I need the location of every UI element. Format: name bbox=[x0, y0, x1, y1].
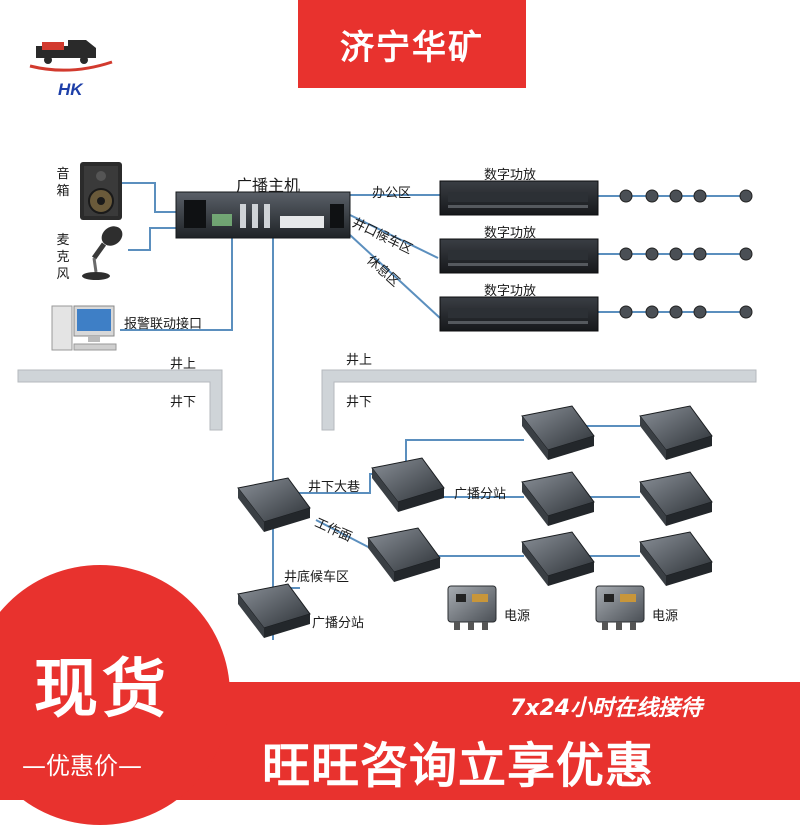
ground-line bbox=[17, 369, 757, 431]
service-hours-text: 7x24小时在线接待 bbox=[510, 696, 703, 721]
power-label: 电源 bbox=[504, 609, 531, 624]
promo-sub-text: —优惠价— bbox=[22, 752, 142, 780]
underground-label-left: 井下 bbox=[170, 395, 197, 410]
amplifier-title: 数字功放 bbox=[484, 226, 537, 241]
speaker-label: 音箱 bbox=[56, 167, 70, 199]
ceiling-speakers bbox=[619, 189, 753, 319]
surface-label-left: 井上 bbox=[170, 357, 197, 372]
brand-banner: 济宁华矿 bbox=[298, 0, 526, 88]
substation-label-right: 广播分站 bbox=[454, 487, 507, 502]
surface-label-right: 井上 bbox=[346, 353, 373, 368]
microphone-label: 麦克风 bbox=[56, 233, 70, 282]
microphone bbox=[82, 226, 123, 280]
computer bbox=[51, 305, 117, 351]
host-label: 广播主机 bbox=[236, 176, 301, 195]
amplifier-title: 数字功放 bbox=[484, 284, 537, 299]
promo-badge bbox=[0, 565, 230, 825]
power-supply-boxes bbox=[447, 585, 645, 630]
broadcast-host-device bbox=[175, 191, 351, 239]
main-roadway-label: 井下大巷 bbox=[308, 480, 361, 495]
alarm-interface-label: 报警联动接口 bbox=[124, 317, 203, 332]
substation-label-bottom: 广播分站 bbox=[312, 616, 365, 631]
power-label: 电源 bbox=[652, 609, 679, 624]
underground-label-right: 井下 bbox=[346, 395, 373, 410]
speaker-cabinet bbox=[80, 162, 122, 220]
promo-main-text: 现货 bbox=[34, 653, 170, 727]
logo-text: HK bbox=[58, 80, 83, 99]
logo-truck-icon bbox=[29, 40, 113, 72]
station-boxes bbox=[237, 405, 713, 638]
brand-title: 济宁华矿 bbox=[340, 27, 484, 68]
amplifier-devices bbox=[439, 180, 599, 332]
zone-label-office: 办公区 bbox=[372, 186, 412, 201]
amplifier-title: 数字功放 bbox=[484, 168, 537, 183]
consult-offer-text: 旺旺咨询立享优惠 bbox=[262, 738, 655, 794]
company-logo: HK bbox=[28, 34, 124, 104]
bottom-station-label: 井底候车区 bbox=[284, 570, 350, 585]
broadcast-system-diagram bbox=[17, 40, 757, 640]
